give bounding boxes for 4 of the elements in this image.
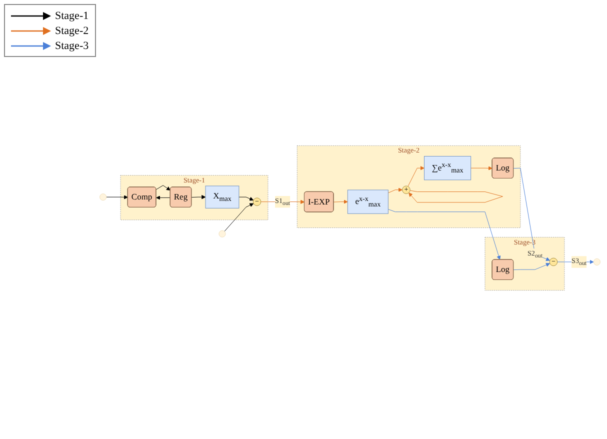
node-box: X$_{max}$ <box>205 186 240 208</box>
legend-label: Stage-2 <box>55 24 89 36</box>
legend-label: Stage-3 <box>55 40 89 52</box>
legend-label: Stage-1 <box>55 10 89 22</box>
